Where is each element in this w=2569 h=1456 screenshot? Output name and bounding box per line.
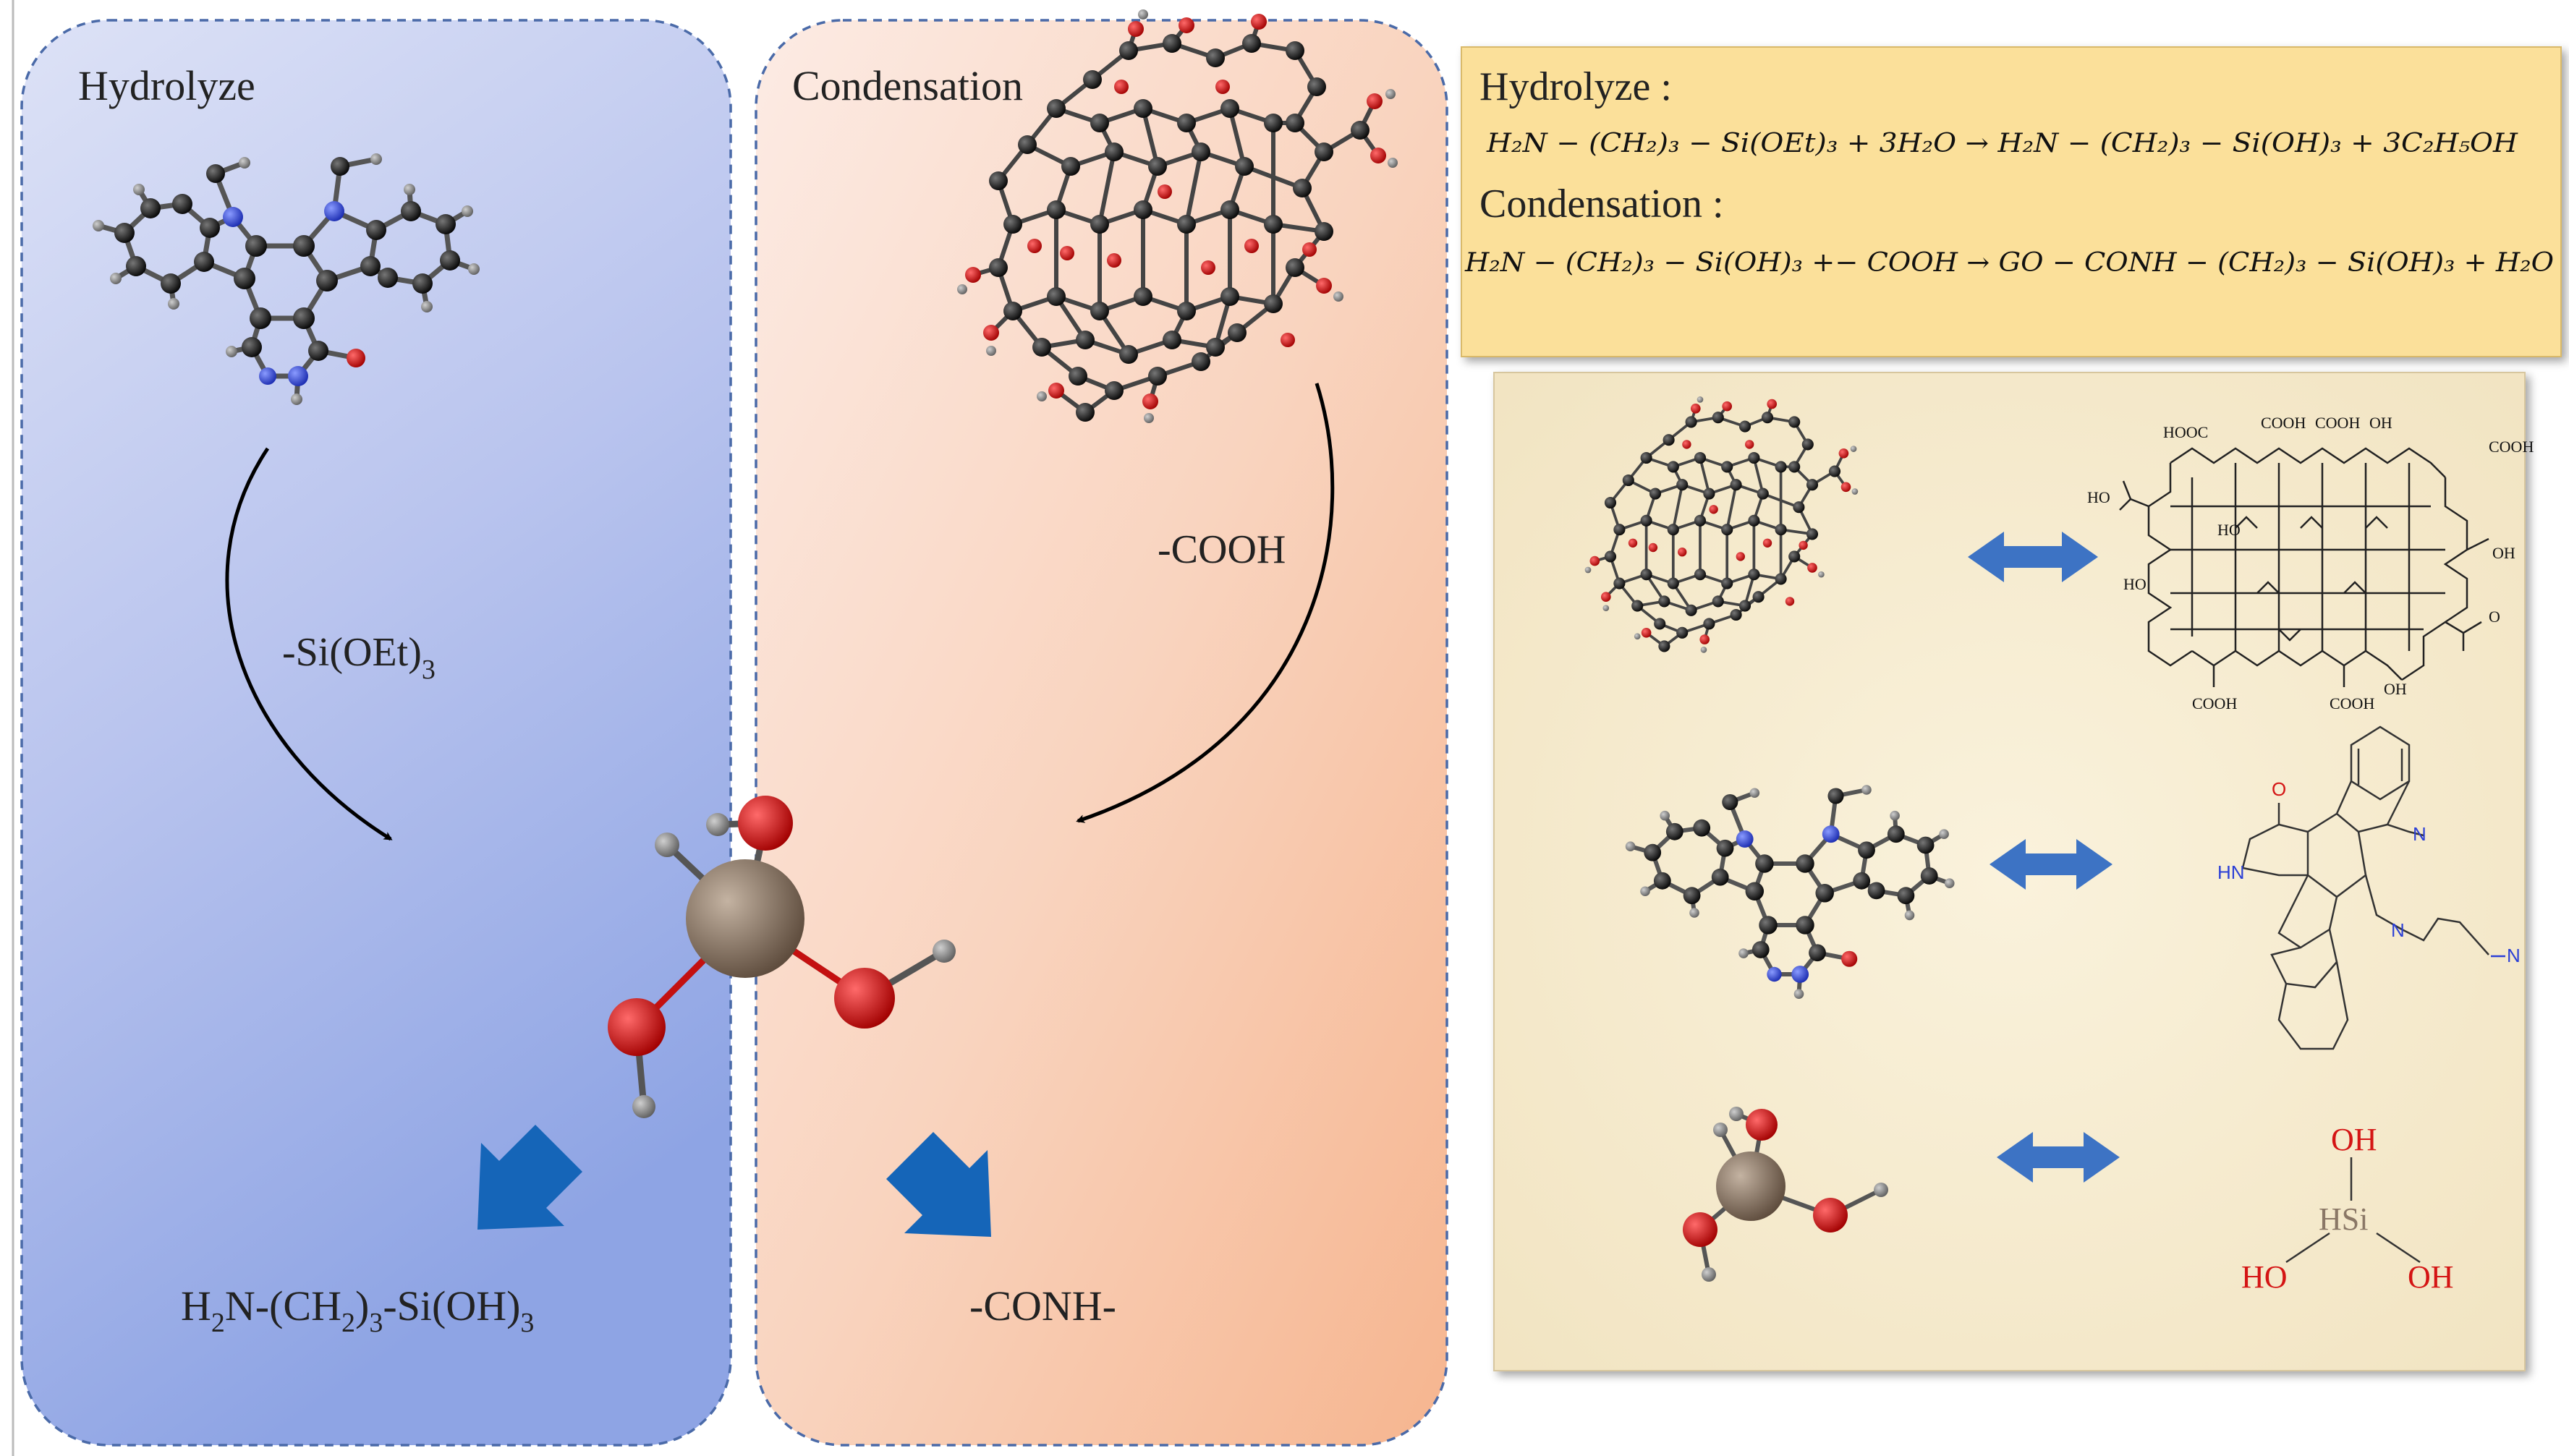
go-label-o: O [2489, 608, 2500, 626]
equation-hydrolyze: H₂N − (CH₂)₃ − Si(OEt)₃ + 3H₂O → H₂N − (… [1486, 129, 2518, 158]
legend-silanol-ball-stick [1683, 1107, 1888, 1282]
go-label-oh-3: OH [2384, 680, 2407, 698]
go-label-hooc: HOOC [2163, 423, 2208, 441]
indolo-carbonyl-o: O [2272, 778, 2286, 800]
condensation-curved-arrow [1076, 383, 1335, 823]
condensation-arrow-label: -COOH [1158, 527, 1286, 572]
indolo-nh: HN [2217, 861, 2245, 883]
condensation-result-arrow [886, 1132, 991, 1237]
equation-box: Hydrolyze : H₂N − (CH₂)₃ − Si(OEt)₃ + 3H… [1461, 46, 2562, 357]
indolo-n-propyl: N [2391, 919, 2405, 941]
go-label-ho-3: HO [2123, 575, 2147, 593]
condensation-panel-background [755, 19, 1448, 1447]
equation-box-background [1461, 46, 2562, 357]
go-label-ho-2: HO [2217, 521, 2241, 539]
legend-go-skeletal-structure [2119, 447, 2489, 687]
go-label-oh-2: OH [2492, 544, 2515, 562]
silanol-ball-stick-molecule [608, 796, 956, 1118]
hydrolyze-product: H2N-(CH2)3-Si(OH)3 [181, 1282, 534, 1338]
go-label-cooh-1: COOH [2261, 414, 2306, 432]
hydrolyze-result-arrow [477, 1125, 582, 1230]
legend-indolo-skeletal-structure [2241, 725, 2489, 1050]
go-label-oh-1: OH [2369, 414, 2392, 432]
hydrolyze-arrow-label: -Si(OEt)3 [282, 630, 436, 685]
equation-hydrolyze-title: Hydrolyze : [1479, 64, 1672, 109]
structure-legend-box: HOOC COOH COOH OH COOH HO HO OH HO O COO… [1493, 372, 2534, 1371]
go-label-cooh-2: COOH [2315, 414, 2360, 432]
hydrolyze-panel: Hydrolyze [20, 19, 732, 1447]
silanol-hsi: HSi [2319, 1201, 2368, 1237]
graphene-oxide-ball-stick-molecule [957, 9, 1398, 423]
condensation-title: Condensation [792, 62, 1023, 109]
go-label-cooh-4: COOH [2192, 694, 2237, 712]
legend-double-arrow-3 [1997, 1132, 2120, 1183]
condensation-product: -CONH- [969, 1282, 1116, 1329]
silanol-oh-top: OH [2331, 1122, 2377, 1157]
go-label-ho-1: HO [2087, 488, 2110, 506]
legend-silanol-skeletal-structure: OH HSi HO OH [2241, 1122, 2454, 1295]
condensation-panel: Condensation [755, 9, 1448, 1447]
legend-double-arrow-2 [1990, 839, 2112, 890]
hydrolyze-panel-background [20, 19, 732, 1447]
indolo-n-methyl: N [2413, 823, 2426, 845]
silanol-oh-right: OH [2408, 1259, 2454, 1295]
go-label-cooh-3: COOH [2489, 438, 2534, 456]
hydrolyze-curved-arrow [225, 447, 393, 841]
hydrolyze-title: Hydrolyze [78, 62, 255, 109]
indolo-nitrile-n: N [2507, 945, 2521, 966]
equation-condensation: H₂N − (CH₂)₃ − Si(OH)₃ +− COOH → GO − CO… [1464, 248, 2554, 278]
indolocarbazole-ball-stick-molecule [93, 153, 480, 405]
legend-double-arrow-1 [1968, 532, 2098, 582]
silanol-ho-left: HO [2241, 1259, 2288, 1295]
go-label-cooh-5: COOH [2330, 694, 2374, 712]
equation-condensation-title: Condensation : [1479, 182, 1724, 226]
